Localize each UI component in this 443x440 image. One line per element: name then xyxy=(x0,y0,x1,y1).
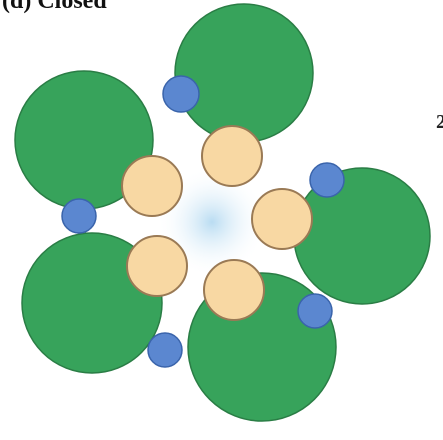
pore-lining-domain xyxy=(252,189,312,249)
small-domain xyxy=(148,333,182,367)
small-domain xyxy=(298,294,332,328)
pore-lining-domain xyxy=(204,260,264,320)
small-domain xyxy=(163,76,199,112)
small-domain xyxy=(310,163,344,197)
pore-lining-domain xyxy=(122,156,182,216)
pore-lining-domain xyxy=(202,126,262,186)
small-domain xyxy=(62,199,96,233)
pore-lining-domain xyxy=(127,236,187,296)
subunit-large xyxy=(175,4,313,142)
